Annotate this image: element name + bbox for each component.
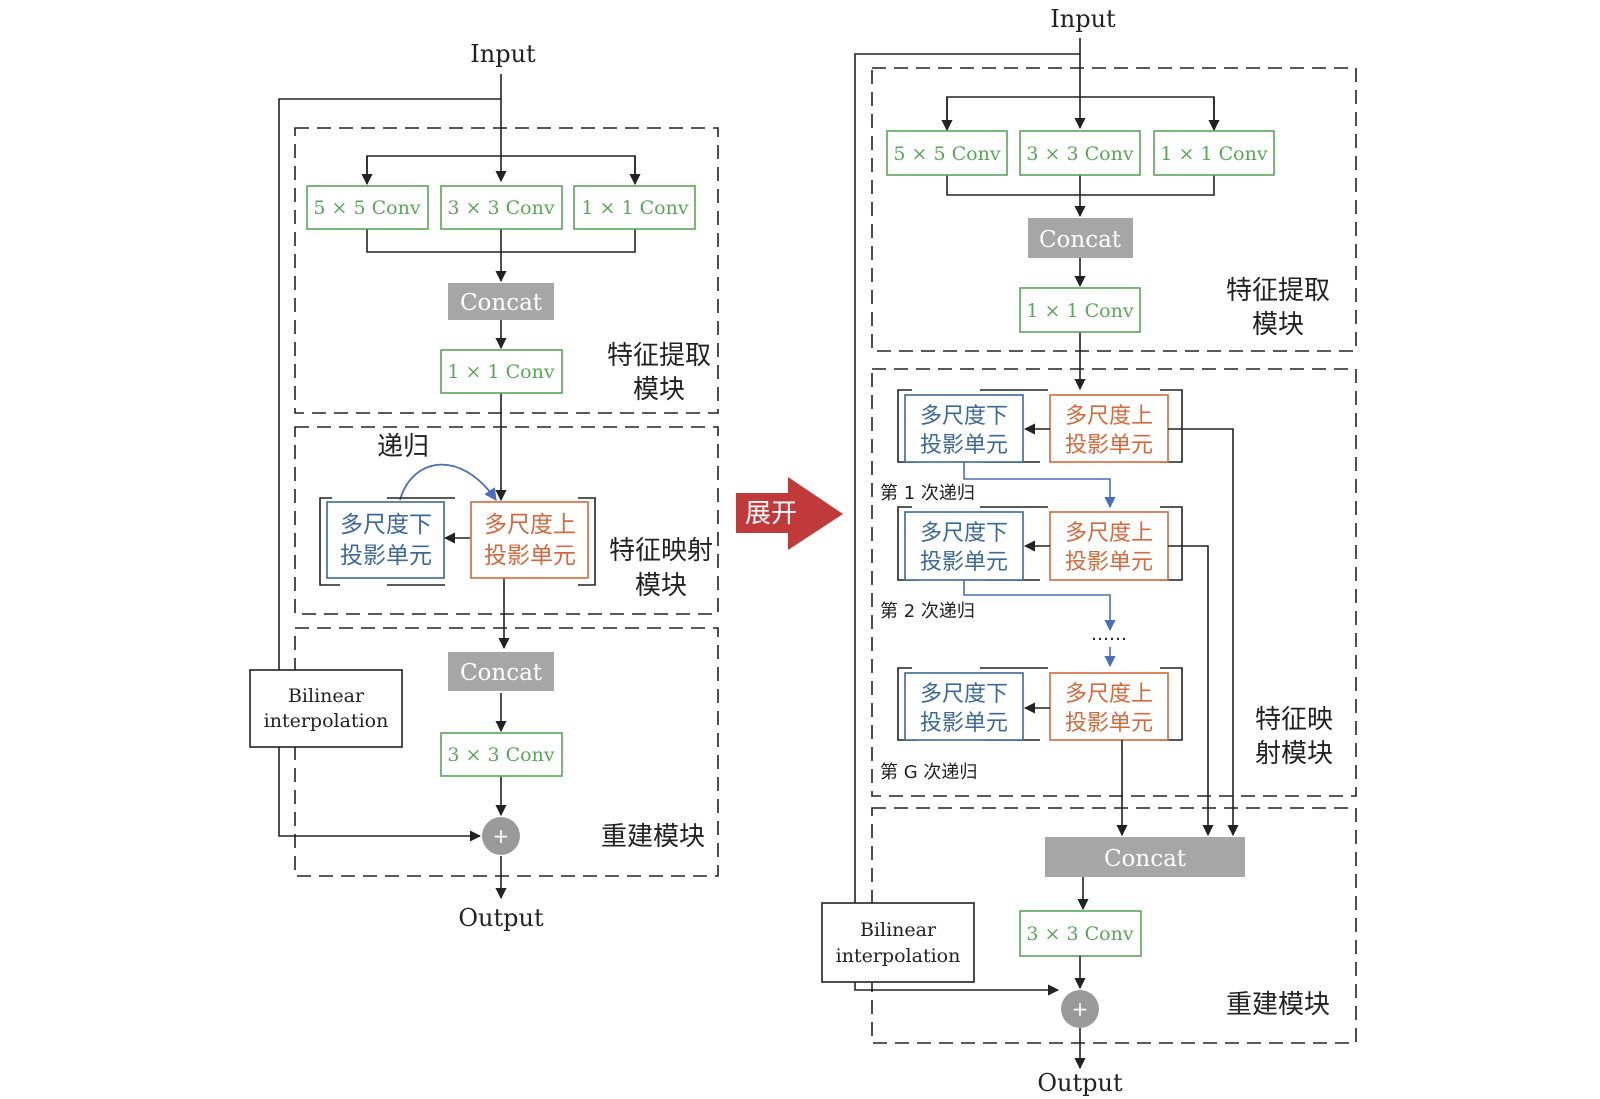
right-output-label: Output — [1037, 1069, 1123, 1097]
left-recursion-label: 递归 — [377, 432, 429, 462]
up-unit-box-g — [1049, 672, 1169, 741]
up-unit-label-gb: 投影单元 — [1065, 711, 1153, 736]
left-conv1b-box — [440, 349, 563, 394]
left-conv1-box — [573, 185, 696, 230]
unfold-arrow-shape — [736, 477, 843, 550]
up-unit-box-2 — [1049, 511, 1169, 581]
left-output-label: Output — [458, 904, 544, 932]
right-bilinear-label-2: interpolation — [836, 945, 961, 967]
right-conv3b-box — [1019, 910, 1142, 957]
right-feature-mapping-label-1: 特征映 — [1255, 705, 1333, 735]
left-concat2-box — [448, 652, 554, 691]
right-conv1b-label: 1 × 1 Conv — [1026, 300, 1133, 322]
recursion-label-g: 第 G 次递归 — [880, 762, 977, 783]
recursion-label-1: 第 1 次递归 — [880, 483, 975, 504]
right-feature-extraction-label-2: 模块 — [1252, 310, 1304, 340]
right-sum-symbol: + — [1072, 997, 1089, 1021]
left-down-unit-label-2: 投影单元 — [340, 543, 432, 569]
down-unit-label-2a: 多尺度下 — [920, 521, 1008, 546]
right-reconstruction-label: 重建模块 — [1226, 990, 1330, 1020]
left-concat1-label: Concat — [460, 290, 543, 316]
left-feature-extraction-region — [294, 127, 719, 414]
up-unit-label-2b: 投影单元 — [1065, 550, 1153, 575]
right-bilinear-box — [821, 902, 975, 983]
left-conv3b-label: 3 × 3 Conv — [447, 744, 554, 766]
left-conv1-label: 1 × 1 Conv — [581, 197, 688, 219]
right-input-label: Input — [1050, 5, 1116, 33]
left-bilinear-label-2: interpolation — [264, 710, 389, 732]
recursion-block-2: 多尺度下 投影单元 多尺度上 投影单元 第 2 次递归 — [880, 506, 1183, 632]
right-feature-extraction-label-1: 特征提取 — [1226, 276, 1330, 306]
left-network: Input 5 × 5 Conv 3 × 3 Conv 1 × 1 Conv C… — [249, 40, 719, 932]
left-feature-extraction-label-1: 特征提取 — [607, 341, 711, 371]
down-unit-label-2b: 投影单元 — [920, 550, 1008, 575]
right-bilinear-label-1: Bilinear — [860, 919, 937, 941]
up-unit-label-2a: 多尺度上 — [1065, 521, 1153, 546]
down-unit-label-1a: 多尺度下 — [920, 404, 1008, 429]
left-up-unit-label-2: 投影单元 — [484, 543, 576, 569]
left-concat2-label: Concat — [460, 660, 543, 686]
left-feature-mapping-label-2: 模块 — [635, 571, 687, 601]
right-conv1b-box — [1019, 287, 1141, 333]
down-unit-box-g — [904, 672, 1024, 741]
right-feature-extraction-region — [871, 67, 1357, 352]
left-conv3b-box — [440, 732, 563, 777]
left-feature-mapping-label-1: 特征映射 — [609, 536, 713, 566]
left-conv3-box — [440, 185, 563, 230]
right-feature-mapping-label-2: 射模块 — [1255, 739, 1333, 769]
recursion-block-1: 多尺度下 投影单元 多尺度上 投影单元 第 1 次递归 — [880, 389, 1183, 509]
down-unit-label-ga: 多尺度下 — [920, 682, 1008, 707]
recursion-ellipsis: …… — [1091, 624, 1127, 645]
down-unit-label-gb: 投影单元 — [920, 711, 1008, 736]
right-concat2-label: Concat — [1104, 846, 1187, 872]
up-unit-label-ga: 多尺度上 — [1065, 682, 1153, 707]
left-sum-symbol: + — [493, 824, 510, 848]
right-conv5-box — [886, 130, 1008, 176]
unfold-arrow: 展开 — [736, 477, 843, 550]
right-conv3b-label: 3 × 3 Conv — [1026, 923, 1133, 945]
left-feature-extraction-label-2: 模块 — [633, 375, 685, 405]
down-unit-box-1 — [904, 394, 1024, 463]
left-concat1-box — [448, 283, 554, 320]
right-sum-node — [1061, 990, 1099, 1028]
right-network: Input 5 × 5 Conv 3 × 3 Conv 1 × 1 Conv C… — [821, 5, 1357, 1097]
left-down-unit-box — [326, 501, 445, 579]
right-concat1-label: Concat — [1039, 227, 1122, 253]
left-reconstruction-region — [294, 627, 719, 877]
left-sum-node — [482, 817, 520, 855]
recursion-label-2: 第 2 次递归 — [880, 601, 975, 622]
left-bilinear-label-1: Bilinear — [288, 685, 365, 707]
left-up-unit-box — [470, 501, 589, 579]
left-input-label: Input — [470, 40, 536, 68]
left-conv5-box — [306, 185, 429, 230]
left-reconstruction-label: 重建模块 — [601, 822, 705, 852]
left-bilinear-box — [249, 669, 403, 748]
up-unit-label-1a: 多尺度上 — [1065, 404, 1153, 429]
right-conv5-label: 5 × 5 Conv — [893, 143, 1000, 165]
left-down-unit-label-1: 多尺度下 — [340, 512, 432, 538]
right-concat2-box — [1045, 837, 1245, 877]
left-conv1b-label: 1 × 1 Conv — [447, 361, 554, 383]
left-conv3-label: 3 × 3 Conv — [447, 197, 554, 219]
right-feature-mapping-region — [871, 368, 1357, 797]
left-feature-mapping-region — [294, 426, 719, 615]
up-unit-box-1 — [1049, 394, 1169, 463]
unfold-arrow-label: 展开 — [745, 499, 797, 529]
right-concat1-box — [1028, 218, 1133, 258]
left-conv5-label: 5 × 5 Conv — [313, 197, 420, 219]
right-conv3-box — [1019, 130, 1141, 176]
right-conv1-box — [1153, 130, 1275, 176]
down-unit-label-1b: 投影单元 — [920, 433, 1008, 458]
right-conv3-label: 3 × 3 Conv — [1026, 143, 1133, 165]
recursion-block-g: 多尺度下 投影单元 多尺度上 投影单元 第 G 次递归 — [880, 667, 1183, 783]
down-unit-box-2 — [904, 511, 1024, 581]
up-unit-label-1b: 投影单元 — [1065, 433, 1153, 458]
right-conv1-label: 1 × 1 Conv — [1160, 143, 1267, 165]
left-up-unit-label-1: 多尺度上 — [484, 512, 576, 538]
